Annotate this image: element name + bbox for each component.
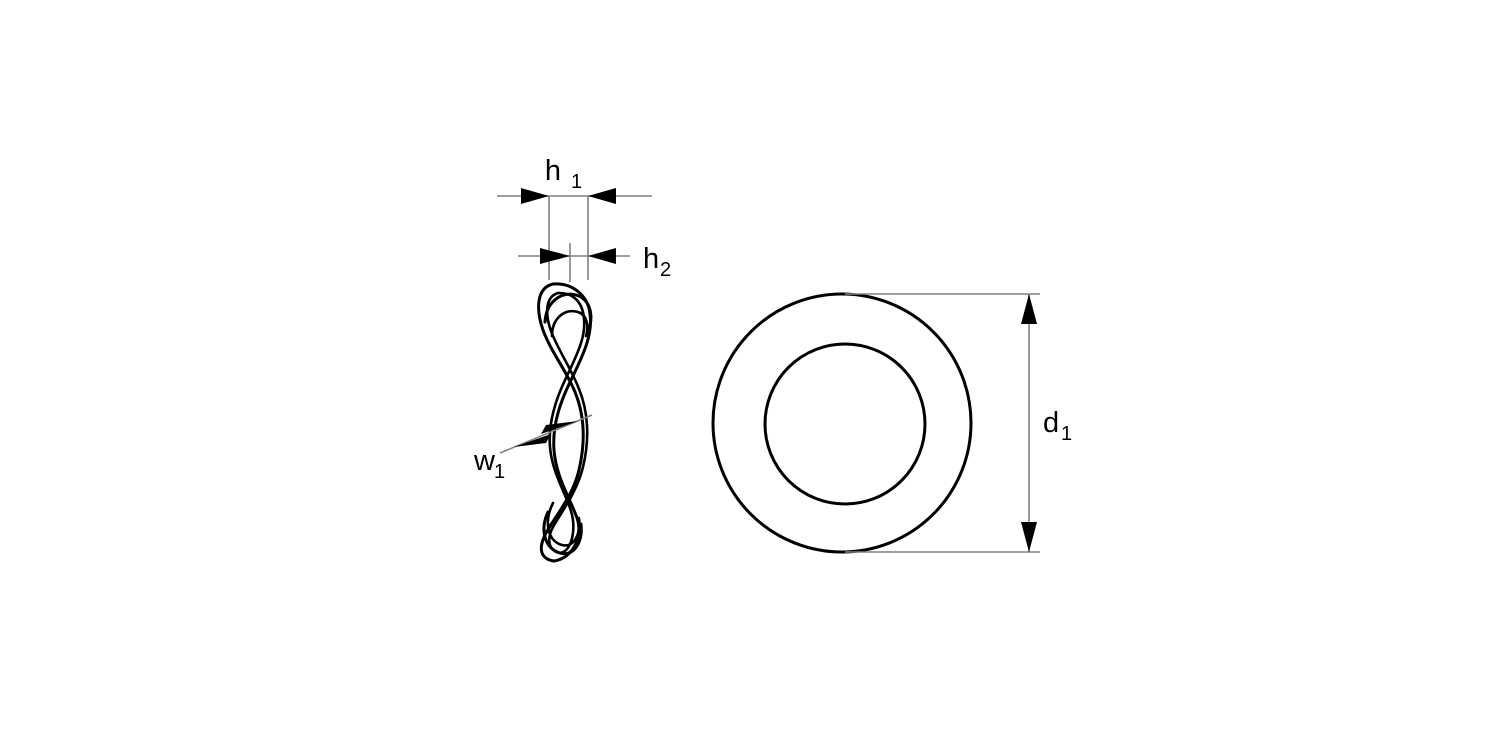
d1-label-subscript: 1 (1061, 423, 1072, 445)
washer-bottom-loop-cap (542, 510, 583, 556)
w1-dimension-line (499, 414, 593, 454)
washer-inner-circle (763, 342, 927, 506)
washer-profile-inner-left (545, 291, 589, 555)
h1-label: h (545, 155, 561, 187)
w1-arrow-upper-right (541, 421, 578, 434)
washer-top-loop-cap (543, 292, 593, 328)
washer-bottom-inner-loop-cap (546, 501, 581, 547)
top-view-group: d 1 (711, 292, 1072, 554)
h1-label-subscript: 1 (571, 171, 582, 193)
h2-arrow-left (540, 248, 570, 264)
d1-label: d (1043, 407, 1059, 439)
h1-arrow-left (521, 188, 549, 204)
d1-arrow-top (1021, 294, 1037, 324)
h2-label-subscript: 2 (660, 259, 671, 281)
w1-label: w (473, 445, 496, 477)
d1-arrow-bottom (1021, 522, 1037, 552)
washer-top-inner-loop-cap (550, 309, 589, 338)
w1-label-subscript: 1 (494, 461, 505, 483)
w1-arrow-lower-left (514, 434, 551, 447)
h2-arrow-right (588, 248, 616, 264)
side-view-group: h 1 h 2 (473, 155, 671, 563)
washer-outer-circle (711, 292, 973, 554)
h2-label: h (643, 243, 659, 275)
h1-arrow-right (588, 188, 616, 204)
